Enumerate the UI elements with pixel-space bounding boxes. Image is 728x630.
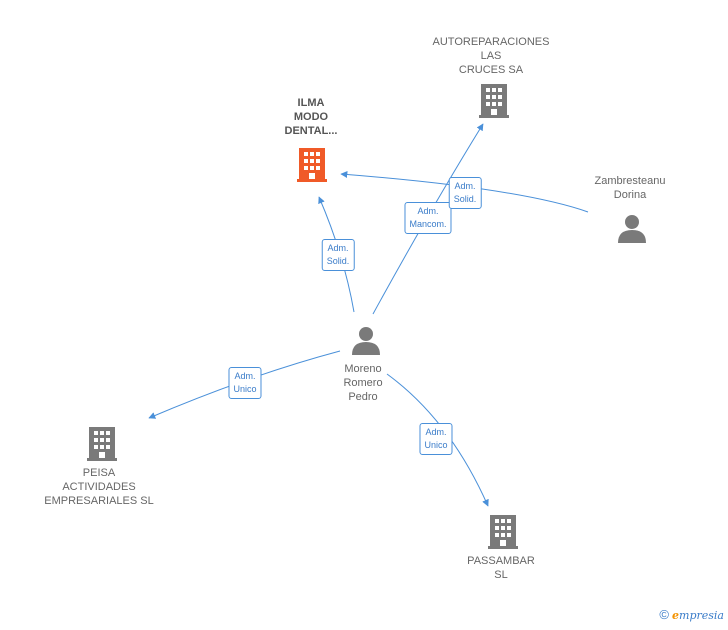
building-icon[interactable] xyxy=(87,427,117,461)
node-label-moreno[interactable]: Moreno Romero Pedro xyxy=(343,363,383,403)
building-icon[interactable] xyxy=(479,84,509,118)
edge-label-adm-solid[interactable]: Adm. Solid. xyxy=(321,239,355,271)
building-icon[interactable] xyxy=(488,515,518,549)
node-label-autoreparaciones[interactable]: AUTOREPARACIONES LAS CRUCES SA xyxy=(432,36,550,76)
edge-zambresteanu-ilma xyxy=(340,171,589,213)
edge-label-adm-unico[interactable]: Adm. Unico xyxy=(228,367,262,399)
edge-label-adm-unico[interactable]: Adm. Unico xyxy=(419,423,453,455)
edge-label-adm-mancom[interactable]: Adm. Mancom. xyxy=(404,202,452,234)
footer-brand[interactable]: © empresia xyxy=(659,607,724,622)
brand-logo: empresia xyxy=(672,609,724,622)
edge-label-adm-solid[interactable]: Adm. Solid. xyxy=(448,177,482,209)
person-icon[interactable] xyxy=(617,214,647,244)
copyright-icon: © xyxy=(659,607,669,622)
building-icon[interactable] xyxy=(297,148,327,182)
node-label-peisa[interactable]: PEISA ACTIVIDADES EMPRESARIALES SL xyxy=(44,467,154,507)
node-label-zambresteanu[interactable]: Zambresteanu Dorina xyxy=(594,175,666,201)
person-icon[interactable] xyxy=(351,326,381,356)
node-label-ilma[interactable]: ILMA MODO DENTAL... xyxy=(284,97,338,137)
node-label-passambar[interactable]: PASSAMBAR SL xyxy=(467,555,535,581)
